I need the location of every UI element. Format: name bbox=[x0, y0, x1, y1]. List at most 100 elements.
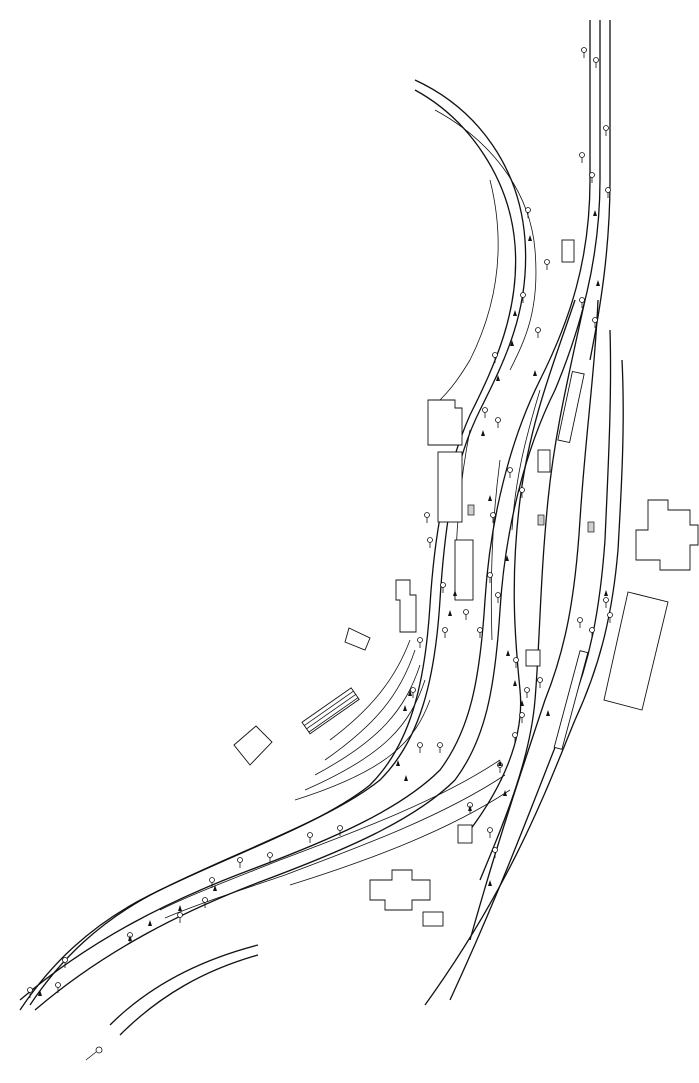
signal-15 bbox=[507, 467, 513, 478]
signal-3 bbox=[579, 152, 585, 163]
switch-point-9 bbox=[453, 590, 457, 596]
signal-14 bbox=[495, 417, 501, 428]
signal-47 bbox=[177, 912, 183, 923]
building-platform-kiosk bbox=[537, 449, 551, 473]
switch-points bbox=[38, 210, 608, 996]
signal-28 bbox=[577, 617, 583, 628]
signal-2 bbox=[603, 125, 609, 136]
signal-1 bbox=[593, 57, 599, 68]
switch-point-8 bbox=[505, 555, 509, 561]
signal-24 bbox=[495, 592, 501, 603]
signal-34 bbox=[437, 742, 443, 753]
signal-41 bbox=[337, 825, 343, 836]
signal-38 bbox=[487, 827, 493, 838]
signal-26 bbox=[524, 687, 530, 698]
switch-point-29 bbox=[533, 370, 537, 376]
building-west-small bbox=[344, 627, 371, 651]
signal-46 bbox=[202, 897, 208, 908]
signals bbox=[27, 47, 613, 998]
station-tracks bbox=[424, 299, 624, 1006]
switch-point-1 bbox=[596, 280, 600, 286]
building-south-west bbox=[233, 725, 273, 766]
switch-point-2 bbox=[528, 235, 532, 241]
switch-point-28 bbox=[38, 990, 42, 996]
buildings bbox=[233, 239, 699, 927]
signal-11 bbox=[592, 317, 598, 328]
signal-19 bbox=[427, 537, 433, 548]
signal-52 bbox=[442, 627, 448, 638]
switch-point-25 bbox=[178, 905, 182, 911]
signal-16 bbox=[519, 487, 525, 498]
signal-7 bbox=[544, 259, 550, 270]
switch-point-17 bbox=[403, 705, 407, 711]
switch-point-6 bbox=[481, 430, 485, 436]
signal-21 bbox=[463, 609, 469, 620]
switch-point-3 bbox=[513, 310, 517, 316]
signal-39 bbox=[492, 847, 498, 858]
signal-23 bbox=[487, 572, 493, 583]
platform-west-upper bbox=[437, 451, 463, 523]
building-south-depot bbox=[369, 869, 431, 911]
building-goods-shed bbox=[603, 591, 669, 711]
signal-18 bbox=[424, 512, 430, 523]
signal-37 bbox=[519, 712, 525, 723]
signal-51 bbox=[27, 987, 33, 998]
switch-point-15 bbox=[604, 590, 608, 596]
signal-4 bbox=[589, 172, 595, 183]
building-west-platform bbox=[395, 579, 417, 633]
switch-point-7 bbox=[488, 495, 492, 501]
signal-12 bbox=[492, 352, 498, 363]
switch-point-18 bbox=[396, 760, 400, 766]
building-platform-south bbox=[525, 649, 541, 667]
signal-10 bbox=[579, 297, 585, 308]
platform-east-lower bbox=[553, 650, 589, 750]
signal-44 bbox=[237, 857, 243, 868]
signal-50 bbox=[55, 982, 61, 993]
signal-13 bbox=[482, 407, 488, 418]
signal-42 bbox=[307, 832, 313, 843]
building-north-signal-box bbox=[561, 239, 575, 263]
building-station-main bbox=[635, 499, 699, 571]
switch-point-4 bbox=[510, 340, 514, 346]
switch-point-5 bbox=[496, 375, 500, 381]
switch-point-24 bbox=[213, 885, 217, 891]
western-curve-lines bbox=[19, 79, 537, 1011]
switch-point-22 bbox=[488, 880, 492, 886]
signal-20 bbox=[440, 582, 446, 593]
signal-33 bbox=[417, 742, 423, 753]
signal-8 bbox=[520, 292, 526, 303]
signal-27 bbox=[537, 677, 543, 688]
building-south-hut bbox=[457, 824, 473, 844]
signal-0 bbox=[581, 47, 587, 58]
switch-point-23 bbox=[468, 805, 472, 811]
signal-31 bbox=[607, 612, 613, 623]
switch-point-11 bbox=[506, 650, 510, 656]
switch-point-0 bbox=[593, 210, 597, 216]
signal-5 bbox=[605, 187, 611, 198]
northern-trunk-lines bbox=[19, 20, 611, 1011]
signal-6 bbox=[525, 207, 531, 218]
switch-point-13 bbox=[520, 700, 524, 706]
platform-marker-1 bbox=[467, 504, 475, 516]
signal-49 bbox=[62, 957, 68, 968]
platform-west-lower bbox=[454, 539, 474, 601]
switch-point-26 bbox=[148, 920, 152, 926]
signal-29 bbox=[589, 627, 595, 638]
switch-point-14 bbox=[546, 710, 550, 716]
signal-17 bbox=[490, 512, 496, 523]
loading-ramp bbox=[301, 687, 360, 735]
switch-point-12 bbox=[513, 680, 517, 686]
signal-30 bbox=[603, 597, 609, 608]
signal-45 bbox=[209, 877, 215, 888]
signal-36 bbox=[512, 732, 518, 743]
platform-marker-3 bbox=[587, 521, 595, 533]
yard-sidings bbox=[159, 639, 511, 919]
switch-point-27 bbox=[128, 935, 132, 941]
switch-point-21 bbox=[503, 790, 507, 796]
switch-point-20 bbox=[498, 760, 502, 766]
southern-branch-lines bbox=[109, 944, 259, 1036]
building-south-shed bbox=[422, 911, 444, 927]
signal-53 bbox=[417, 637, 423, 648]
